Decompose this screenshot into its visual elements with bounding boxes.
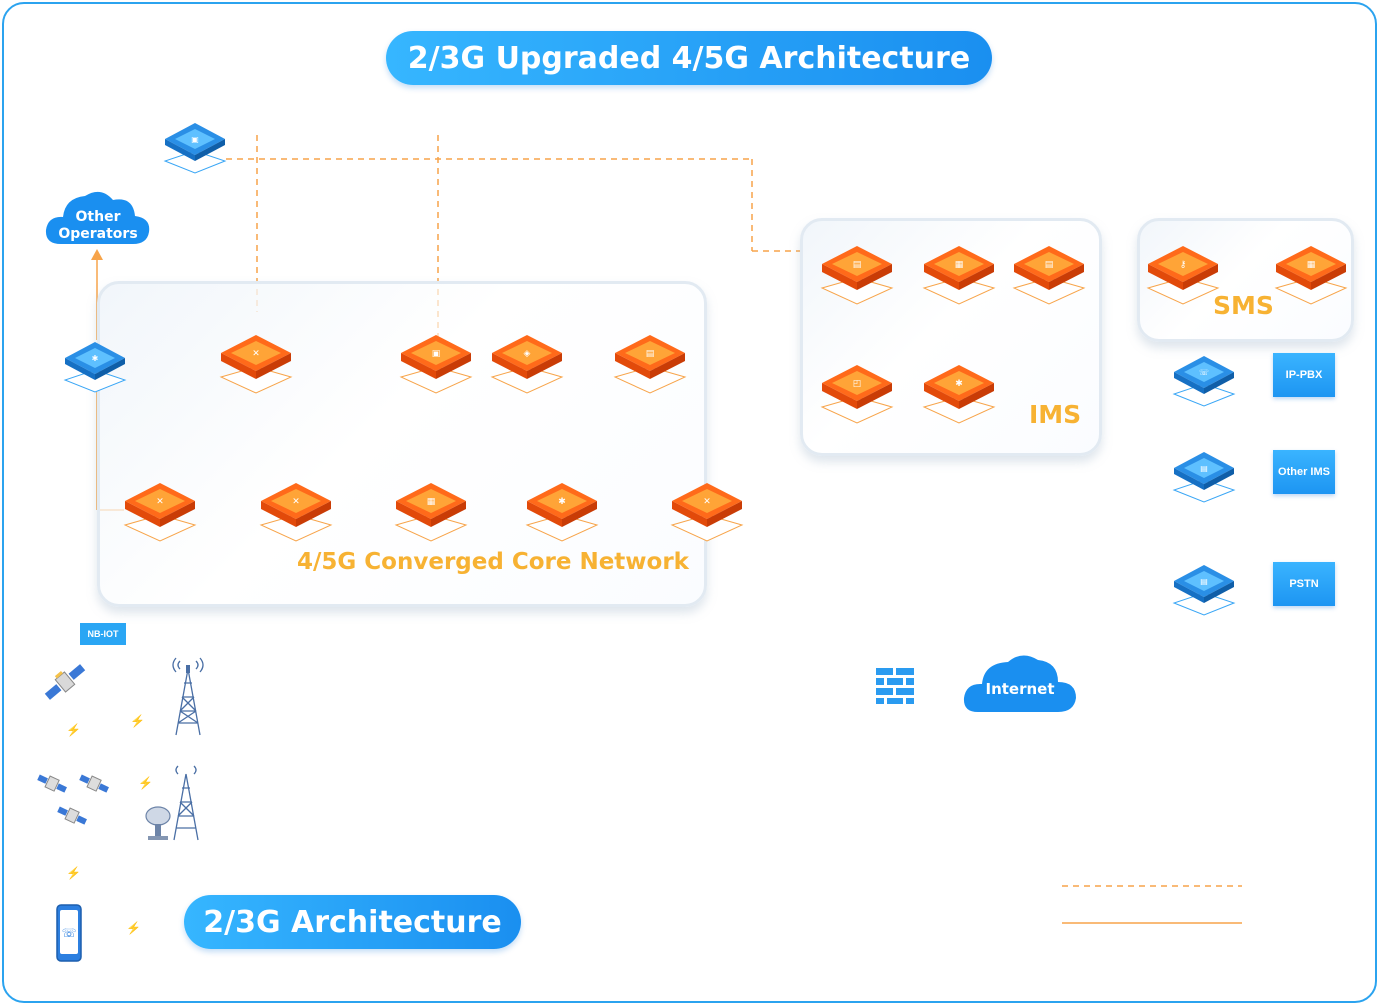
svg-text:✕: ✕ (292, 497, 300, 507)
sms-node-2[interactable]: ▦ (1274, 244, 1348, 306)
core-node-7[interactable]: ▦ (394, 481, 468, 543)
pstn-gateway-node[interactable]: ▤ (1172, 563, 1236, 617)
page-title: 2/3G Upgraded 4/5G Architecture (386, 31, 992, 85)
internet-cloud: Internet (962, 650, 1078, 719)
signal-bolt-icon: ⚡ (130, 714, 145, 728)
cloud-icon (963, 655, 1076, 712)
bottom-title-text: 2/3G Architecture (203, 904, 502, 940)
pstn-box[interactable]: PSTN (1273, 562, 1335, 606)
svg-text:✱: ✱ (558, 497, 566, 507)
signal-bolt-icon: ⚡ (126, 921, 141, 935)
svg-text:☏: ☏ (1199, 368, 1209, 377)
ip-pbx-label: IP-PBX (1285, 369, 1323, 381)
svg-text:⚷: ⚷ (1180, 260, 1187, 270)
svg-text:◈: ◈ (524, 349, 531, 359)
signal-bolt-icon: ⚡ (138, 776, 153, 790)
cloud-icon (45, 191, 150, 244)
page-title-text: 2/3G Upgraded 4/5G Architecture (407, 40, 971, 76)
tower-dish-icon (142, 760, 208, 849)
svg-text:▣: ▣ (191, 135, 199, 144)
other-ims-gateway-node[interactable]: ▤ (1172, 450, 1236, 504)
other-operators-cloud: Other Operators (43, 186, 153, 253)
bottom-title: 2/3G Architecture (184, 895, 521, 949)
ims-node-1[interactable]: ▤ (820, 244, 894, 306)
ip-pbx-gateway-node[interactable]: ☏ (1172, 354, 1236, 408)
svg-text:▤: ▤ (646, 349, 655, 359)
other-ims-box[interactable]: Other IMS (1273, 450, 1335, 494)
svg-text:✕: ✕ (252, 349, 260, 359)
svg-text:✱: ✱ (955, 379, 963, 389)
svg-text:✱: ✱ (92, 354, 99, 363)
svg-text:▦: ▦ (427, 497, 436, 507)
other-ims-label: Other IMS (1278, 466, 1330, 478)
core-node-1[interactable]: ✕ (219, 333, 293, 395)
core-network-panel (97, 281, 707, 607)
internet-label: Internet (985, 680, 1055, 698)
signal-bolt-icon: ⚡ (66, 866, 81, 880)
svg-text:▤: ▤ (1045, 260, 1054, 270)
core-node-4[interactable]: ▤ (613, 333, 687, 395)
ims-node-3[interactable]: ▤ (1012, 244, 1086, 306)
mobile-phone-icon: ☏ (55, 903, 83, 968)
svg-text:☏: ☏ (61, 926, 76, 940)
nb-iot-label: NB-IOT (87, 629, 119, 639)
ip-pbx-box[interactable]: IP-PBX (1273, 353, 1335, 397)
nb-iot-tag: NB-IOT (80, 623, 126, 645)
svg-text:▤: ▤ (1200, 577, 1208, 586)
ims-node-2[interactable]: ▦ (922, 244, 996, 306)
svg-text:▤: ▤ (853, 260, 862, 270)
svg-text:▤: ▤ (1200, 464, 1208, 473)
core-node-3[interactable]: ◈ (490, 333, 564, 395)
cloud-label-line2: Operators (58, 226, 138, 242)
core-node-9[interactable]: ✕ (670, 481, 744, 543)
svg-text:◰: ◰ (853, 379, 862, 389)
cloud-label-line1: Other (75, 209, 121, 225)
ims-node-4[interactable]: ◰ (820, 363, 894, 425)
core-node-6[interactable]: ✕ (259, 481, 333, 543)
top-left-blue-node[interactable]: ▣ (163, 121, 227, 175)
sms-node-1[interactable]: ⚷ (1146, 244, 1220, 306)
firewall-icon (876, 668, 914, 709)
cell-tower-icon (168, 655, 208, 744)
core-node-5[interactable]: ✕ (123, 481, 197, 543)
left-blue-node[interactable]: ✱ (63, 340, 127, 394)
svg-text:▣: ▣ (432, 349, 441, 359)
core-network-label: 4/5G Converged Core Network (297, 549, 689, 575)
svg-text:▦: ▦ (955, 260, 964, 270)
sms-label: SMS (1213, 291, 1274, 320)
ims-node-5[interactable]: ✱ (922, 363, 996, 425)
core-node-8[interactable]: ✱ (525, 481, 599, 543)
svg-text:✕: ✕ (156, 497, 164, 507)
satellite-icon (40, 656, 90, 713)
pstn-label: PSTN (1289, 578, 1319, 590)
ims-label: IMS (1029, 400, 1082, 429)
svg-text:✕: ✕ (703, 497, 711, 507)
satellite-cluster-icon (35, 770, 115, 841)
signal-bolt-icon: ⚡ (66, 723, 81, 737)
core-node-2[interactable]: ▣ (399, 333, 473, 395)
svg-text:▦: ▦ (1307, 260, 1316, 270)
